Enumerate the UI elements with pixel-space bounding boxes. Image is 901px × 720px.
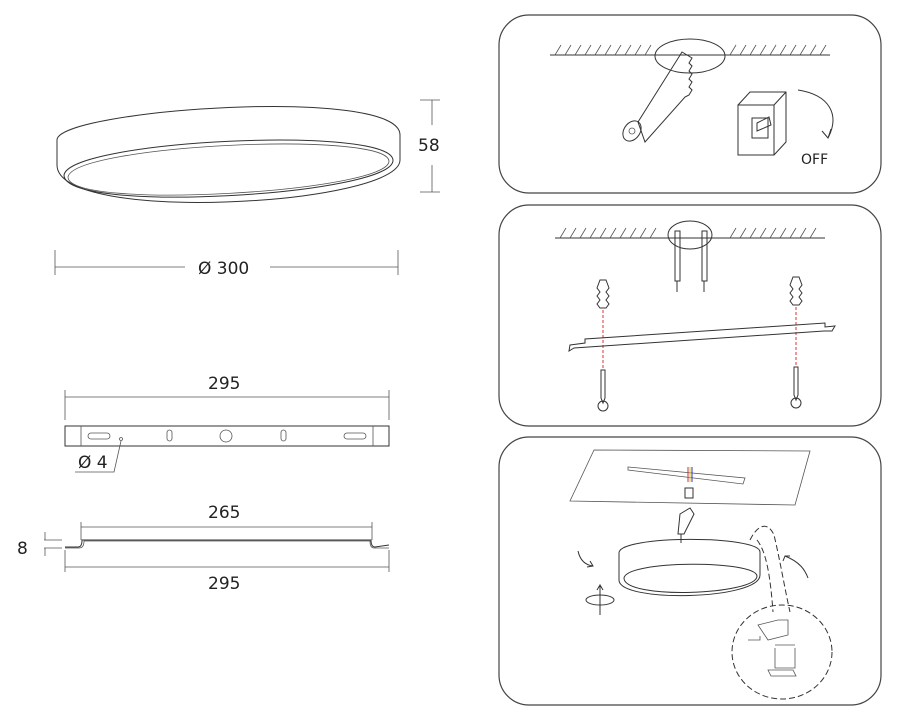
rotate-arrow-right-icon	[782, 555, 809, 579]
lamp-isometric	[618, 538, 761, 597]
saw-icon	[622, 51, 693, 143]
step-3-panel	[498, 436, 882, 706]
mounting-bracket	[568, 322, 836, 352]
driver-box	[677, 507, 695, 535]
bracket-length-top-label: 295	[208, 374, 240, 394]
hole-diameter-label: Ø 4	[78, 453, 108, 473]
bracket-inner-length-label: 265	[208, 503, 240, 523]
bracket-top-view: 295 Ø 4	[64, 374, 390, 473]
ceiling-plane	[569, 449, 811, 506]
diameter-label: Ø 300	[198, 259, 249, 279]
detail-callout-leader	[749, 525, 791, 613]
wires-icon	[674, 230, 708, 292]
ceiling-hatch	[550, 38, 830, 74]
wall-plugs-icon	[596, 276, 803, 309]
lamp-side-view	[56, 106, 401, 203]
bracket-side-view: 265 8 295	[17, 503, 390, 594]
clip-detail-icon	[748, 619, 797, 677]
step-2-panel	[498, 204, 882, 427]
switch-icon	[737, 91, 787, 156]
height-label: 58	[418, 136, 440, 156]
step-1-panel: OFF	[498, 14, 882, 194]
detail-callout-circle	[731, 604, 833, 700]
rotate-arrow-icon	[797, 89, 834, 139]
rotate-arrow-left-icon	[577, 550, 594, 568]
screws-icon	[597, 366, 802, 412]
twist-icon	[585, 584, 615, 615]
bracket-length-bottom-label: 295	[208, 574, 240, 594]
diameter-dimension: Ø 300	[54, 250, 399, 279]
height-dimension: 58	[418, 99, 440, 193]
ceiling-bracket	[627, 466, 746, 485]
bracket-depth-label: 8	[17, 539, 28, 559]
off-label: OFF	[801, 152, 828, 168]
terminal-block	[684, 487, 694, 499]
